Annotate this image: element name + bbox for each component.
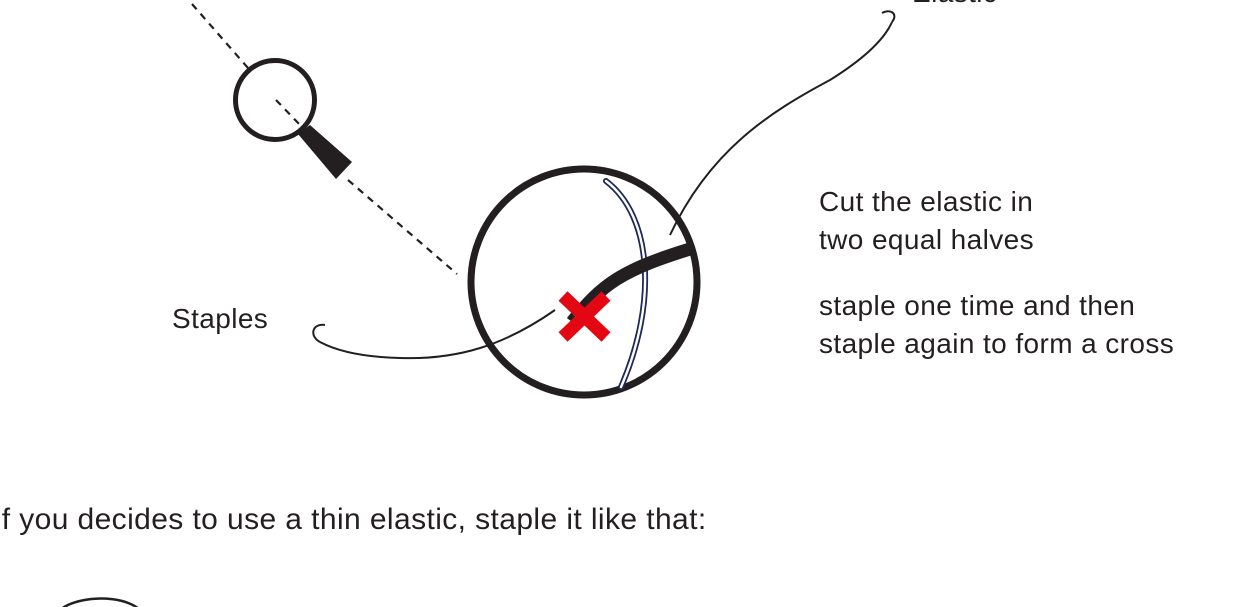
staples-label: Staples (172, 303, 269, 334)
magnifying-glass-icon (233, 58, 352, 179)
next-diagram-circle-partial (61, 597, 138, 607)
cut-instruction-line-1: Cut the elastic in (819, 186, 1034, 217)
cut-instruction-line-2: two equal halves (819, 224, 1034, 255)
detail-magnifier-circle (467, 165, 701, 399)
cut-instruction: Cut the elastic in two equal halves (819, 183, 1034, 259)
elastic-leader-line (669, 10, 896, 236)
thin-elastic-note: If you decides to use a thin elastic, st… (0, 503, 707, 536)
staple-instruction: staple one time and then staple again to… (819, 287, 1174, 363)
red-cross-staple-icon (558, 291, 611, 342)
staple-instruction-line-2: staple again to form a cross (819, 328, 1175, 359)
staple-instruction-line-1: staple one time and then (819, 290, 1136, 321)
staples-leader-line (312, 309, 556, 360)
elastic-label: Elastic (912, 0, 997, 8)
